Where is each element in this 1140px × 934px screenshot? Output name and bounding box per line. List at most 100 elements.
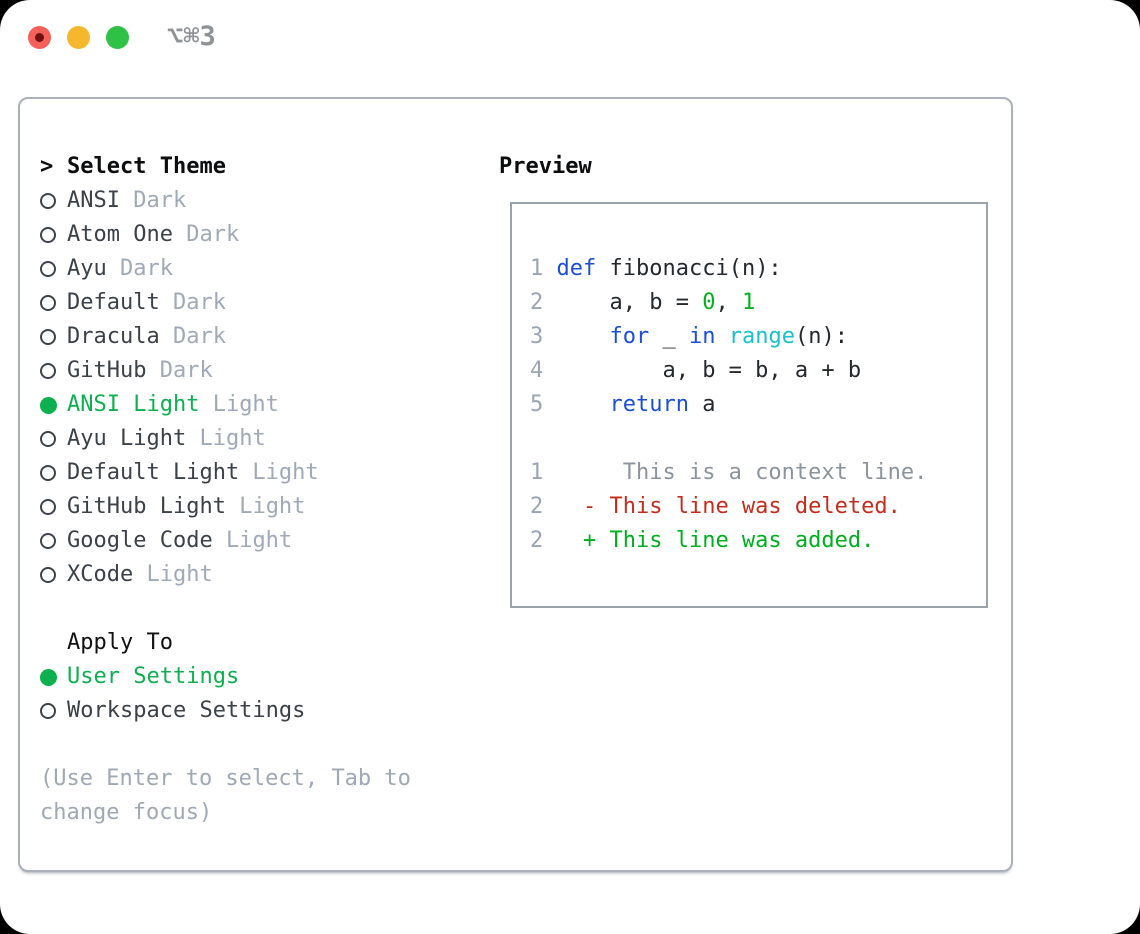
diff-line-context: 1 This is a context line. <box>530 456 927 490</box>
line-number: 5 <box>530 392 557 417</box>
radio-selected-icon <box>40 396 57 414</box>
radio-icon <box>40 567 56 583</box>
radio-cell <box>40 668 67 686</box>
theme-option-tag: Dark <box>172 222 240 247</box>
radio-icon <box>40 227 56 243</box>
code-line: 2 a, b = 0, 1 <box>530 286 927 320</box>
theme-option-name: Atom One <box>67 222 173 247</box>
radio-cell <box>40 465 67 481</box>
radio-cell <box>40 567 67 583</box>
radio-cell <box>40 431 67 447</box>
code-token: a <box>688 392 716 417</box>
theme-option-tag: Light <box>186 426 266 451</box>
line-number: 4 <box>530 358 557 383</box>
window-title-shortcut: ⌥⌘3 <box>167 21 216 52</box>
theme-option-google-code[interactable]: Google Code Light <box>40 524 460 558</box>
diff-line-deleted: 2 - This line was deleted. <box>530 490 927 524</box>
apply-option-workspace-settings[interactable]: Workspace Settings <box>40 694 460 728</box>
line-number: 1 <box>530 256 557 281</box>
theme-option-name: Default Light <box>67 460 240 485</box>
theme-option-default[interactable]: Default Dark <box>40 286 460 320</box>
radio-icon <box>40 329 56 345</box>
code-token: range <box>728 324 795 349</box>
theme-option-name: XCode <box>67 562 134 587</box>
code-line: 1 def fibonacci(n): <box>530 252 927 286</box>
theme-option-name: ANSI <box>67 188 120 213</box>
apply-to-header: Apply To <box>40 626 460 660</box>
theme-option-default-light[interactable]: Default Light Light <box>40 456 460 490</box>
code-token <box>557 392 610 417</box>
apply-option-name: User Settings <box>67 664 240 689</box>
theme-option-atom-one[interactable]: Atom One Dark <box>40 218 460 252</box>
diff-text: + This line was added. <box>556 528 875 553</box>
radio-cell <box>40 363 67 379</box>
radio-icon <box>40 295 56 311</box>
radio-selected-icon <box>40 668 57 686</box>
theme-option-github-light[interactable]: GitHub Light Light <box>40 490 460 524</box>
theme-option-tag: Light <box>133 562 213 587</box>
radio-icon <box>40 533 56 549</box>
radio-cell <box>40 193 67 209</box>
theme-option-ayu-light[interactable]: Ayu Light Light <box>40 422 460 456</box>
spacer-row <box>40 728 460 762</box>
radio-icon <box>40 465 56 481</box>
code-line: 4 a, b = b, a + b <box>530 354 927 388</box>
theme-option-name: Ayu <box>67 256 107 281</box>
code-token: 0 <box>702 290 716 315</box>
theme-option-name: Ayu Light <box>67 426 187 451</box>
radio-icon <box>40 193 56 209</box>
theme-list-header: >Select Theme <box>40 150 460 184</box>
close-button[interactable] <box>28 26 51 49</box>
code-token: (n): <box>794 324 848 349</box>
apply-to-title: Apply To <box>67 630 173 655</box>
diff-text: This is a context line. <box>556 460 928 485</box>
line-number: 2 <box>530 494 557 519</box>
theme-option-tag: Dark <box>119 188 187 213</box>
radio-icon <box>40 363 56 379</box>
radio-cell <box>40 396 67 414</box>
diff-text: - This line was deleted. <box>556 494 901 519</box>
code-line: 3 for _ in range(n): <box>530 320 927 354</box>
theme-option-name: GitHub Light <box>67 494 226 519</box>
close-button-dot-icon <box>35 33 44 42</box>
theme-option-name: ANSI Light <box>67 392 200 417</box>
apply-option-user-settings[interactable]: User Settings <box>40 660 460 694</box>
keyboard-hint: (Use Enter to select, Tab to change focu… <box>40 766 411 825</box>
radio-cell <box>40 295 67 311</box>
theme-option-ayu[interactable]: Ayu Dark <box>40 252 460 286</box>
theme-option-xcode[interactable]: XCode Light <box>40 558 460 592</box>
minimize-button[interactable] <box>67 26 90 49</box>
theme-option-tag: Dark <box>159 324 226 349</box>
code-token <box>557 324 610 349</box>
radio-icon <box>40 261 56 277</box>
code-line: 5 return a <box>530 388 927 422</box>
theme-option-github[interactable]: GitHub Dark <box>40 354 460 388</box>
radio-icon <box>40 499 56 515</box>
theme-option-name: GitHub <box>67 358 147 383</box>
theme-option-tag: Light <box>212 528 293 553</box>
theme-option-dracula[interactable]: Dracula Dark <box>40 320 460 354</box>
theme-list-title: Select Theme <box>67 154 226 179</box>
radio-cell <box>40 499 67 515</box>
spacer-line <box>530 422 927 456</box>
theme-option-ansi-light[interactable]: ANSI Light Light <box>40 388 460 422</box>
theme-option-tag: Dark <box>146 358 213 383</box>
theme-option-ansi[interactable]: ANSI Dark <box>40 184 460 218</box>
code-token: return <box>609 392 689 417</box>
theme-option-tag: Light <box>225 494 306 519</box>
code-token: _ <box>649 324 689 349</box>
line-number: 1 <box>530 460 557 485</box>
zoom-button[interactable] <box>106 26 129 49</box>
code-token: in <box>688 324 716 349</box>
theme-option-name: Google Code <box>67 528 213 553</box>
code-token: , <box>715 290 742 315</box>
radio-cell <box>40 261 67 277</box>
code-token: 1 <box>741 290 756 315</box>
code-token: for <box>609 324 650 349</box>
theme-option-tag: Light <box>199 392 279 417</box>
